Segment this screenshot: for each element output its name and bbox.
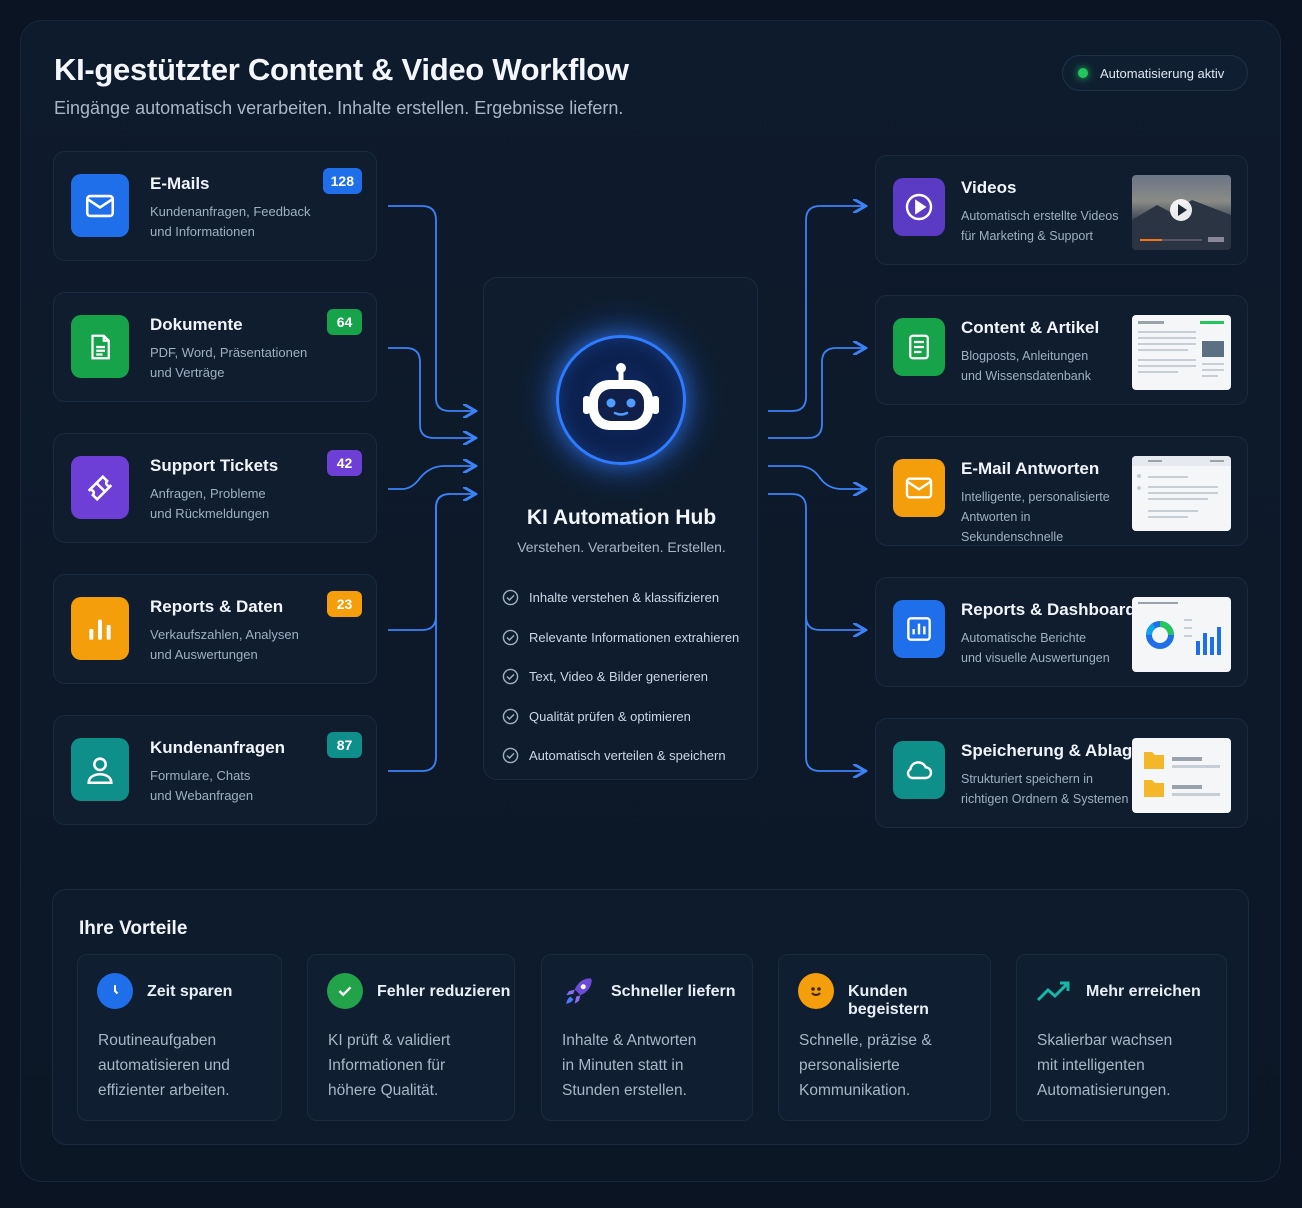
- trend-up-icon: [1036, 973, 1072, 1009]
- count-badge: 42: [327, 450, 362, 476]
- mail-icon: [71, 174, 129, 237]
- hub-step: Inhalte verstehen & klassifizieren: [502, 578, 739, 618]
- benefit-card-kunden[interactable]: Kunden begeistern Schnelle, präzise &per…: [778, 954, 991, 1121]
- article-thumbnail[interactable]: [1132, 315, 1231, 390]
- article-icon: [893, 318, 945, 376]
- check-icon: [502, 668, 519, 685]
- smile-icon: [798, 973, 834, 1009]
- robot-icon: [556, 335, 686, 465]
- count-badge: 64: [327, 309, 362, 335]
- document-icon: [71, 315, 129, 378]
- hub-steps: Inhalte verstehen & klassifizieren Relev…: [502, 578, 739, 776]
- benefits-panel: Ihre Vorteile Zeit sparen Routineaufgabe…: [52, 889, 1249, 1145]
- output-title: Reports & Dashboards: [961, 600, 1146, 619]
- hub-step: Qualität prüfen & optimieren: [502, 697, 739, 737]
- check-icon: [502, 629, 519, 646]
- status-dot-icon: [1078, 68, 1088, 78]
- hub-step: Automatisch verteilen & speichern: [502, 736, 739, 776]
- bar-chart-icon: [893, 600, 945, 658]
- page-subtitle: Eingänge automatisch verarbeiten. Inhalt…: [54, 98, 624, 118]
- bar-chart-icon: [71, 597, 129, 660]
- input-title: Reports & Daten: [150, 597, 284, 616]
- count-badge: 128: [322, 168, 362, 194]
- video-thumbnail[interactable]: [1132, 175, 1231, 250]
- output-card-content[interactable]: Content & Artikel Blogposts, Anleitungen…: [875, 295, 1248, 405]
- status-text: Automatisierung aktiv: [1100, 65, 1225, 81]
- count-badge: 23: [327, 591, 362, 617]
- output-title: Content & Artikel: [961, 318, 1100, 337]
- user-icon: [71, 738, 129, 801]
- benefit-title: Zeit sparen: [147, 983, 233, 1000]
- benefits-title: Ihre Vorteile: [79, 918, 188, 939]
- folder-thumbnail[interactable]: [1132, 738, 1231, 813]
- clock-icon: [97, 973, 133, 1009]
- benefit-title: Kunden begeistern: [848, 983, 929, 1018]
- input-title: Dokumente: [150, 315, 243, 334]
- rocket-icon: [561, 973, 597, 1009]
- output-card-dashboards[interactable]: Reports & Dashboards Automatische Berich…: [875, 577, 1248, 687]
- input-title: Support Tickets: [150, 456, 279, 475]
- check-circle-icon: [327, 973, 363, 1009]
- input-title: E-Mails: [150, 174, 210, 193]
- output-title: Speicherung & Ablage: [961, 741, 1142, 760]
- hub-title: KI Automation Hub: [526, 506, 717, 529]
- benefit-title: Mehr erreichen: [1086, 983, 1201, 1000]
- output-title: Videos: [961, 178, 1017, 197]
- mail-thumbnail[interactable]: [1132, 456, 1231, 531]
- hub-step: Relevante Informationen extrahieren: [502, 618, 739, 658]
- count-badge: 87: [327, 732, 362, 758]
- output-title: E-Mail Antworten: [961, 459, 1100, 478]
- hub-step: Text, Video & Bilder generieren: [502, 657, 739, 697]
- play-icon: [893, 178, 945, 236]
- status-badge[interactable]: Automatisierung aktiv: [1062, 55, 1248, 91]
- dashboard-thumbnail[interactable]: [1132, 597, 1231, 672]
- ticket-icon: [71, 456, 129, 519]
- input-card-reports[interactable]: Reports & Daten Verkaufszahlen, Analysen…: [53, 574, 377, 684]
- check-icon: [502, 589, 519, 606]
- output-card-storage[interactable]: Speicherung & Ablage Strukturiert speich…: [875, 718, 1248, 828]
- benefit-title: Fehler reduzieren: [377, 983, 511, 1000]
- output-card-mail[interactable]: E-Mail Antworten Intelligente, personali…: [875, 436, 1248, 546]
- check-icon: [502, 708, 519, 725]
- automation-hub[interactable]: KI Automation Hub Verstehen. Verarbeiten…: [483, 277, 758, 780]
- mail-icon: [893, 459, 945, 517]
- cloud-icon: [893, 741, 945, 799]
- check-icon: [502, 747, 519, 764]
- page-title: KI-gestützter Content & Video Workflow: [54, 52, 629, 87]
- hub-subtitle: Verstehen. Verarbeiten. Erstellen.: [517, 539, 726, 555]
- input-title: Kundenanfragen: [150, 738, 286, 757]
- benefit-title: Schneller liefern: [611, 983, 736, 1000]
